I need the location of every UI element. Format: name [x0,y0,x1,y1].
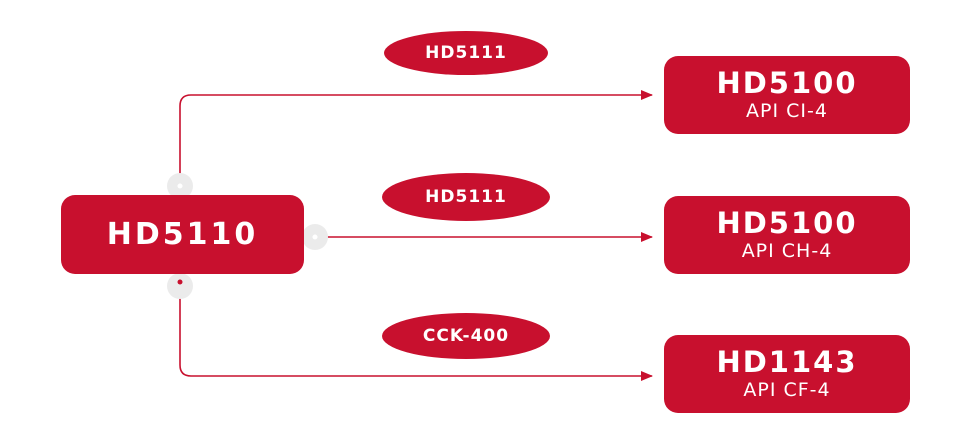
target-3-subtitle: API CF-4 [743,379,831,401]
connection-label-2-text: HD5111 [425,187,507,207]
arrow-to-target-3 [179,282,653,381]
connection-label-1-text: HD5111 [425,43,507,63]
connection-label-3: CCK-400 [382,313,550,359]
target-1-title: HD5100 [716,66,858,100]
connector-knob-right [302,224,328,250]
connection-label-2: HD5111 [382,173,550,221]
target-product-box-1: HD5100 API CI-4 [664,56,910,134]
source-product-label: HD5110 [106,216,259,252]
target-product-box-3: HD1143 API CF-4 [664,335,910,413]
target-product-box-2: HD5100 API CH-4 [664,196,910,274]
connection-label-3-text: CCK-400 [422,326,510,346]
arrow-to-target-1 [179,90,653,196]
target-3-title: HD1143 [716,345,858,379]
target-1-subtitle: API CI-4 [746,100,828,122]
connection-label-1: HD5111 [384,31,548,75]
target-2-subtitle: API CH-4 [741,240,833,262]
source-product-box: HD5110 [61,195,304,274]
connector-knob-bottom [167,273,193,299]
target-2-title: HD5100 [716,206,858,240]
